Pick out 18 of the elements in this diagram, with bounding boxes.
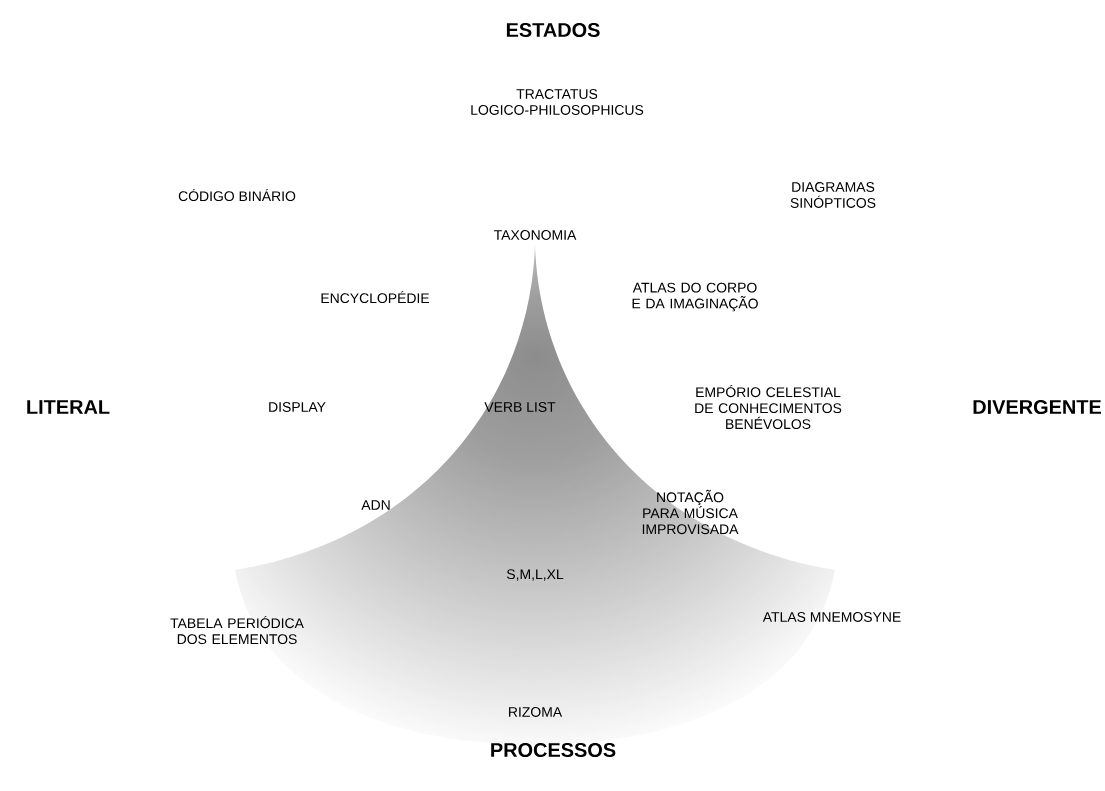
item-label: NOTAÇÃO PARA MÚSICA IMPROVISADA xyxy=(642,489,739,535)
item-label: TABELA PERIÓDICA DOS ELEMENTOS xyxy=(170,615,304,645)
item-label: DISPLAY xyxy=(269,402,326,412)
item-label: EMPÓRIO CELESTIAL DE CONHECIMENTOS BENÉVOLOS xyxy=(695,384,842,430)
axis-label: PROCESSOS xyxy=(491,742,616,758)
axis-label: DIVERGENTE xyxy=(973,399,1101,415)
item-label: TRACTATUS LOGICO-PHILOSOPHICUS xyxy=(471,89,644,115)
axis-label: ESTADOS xyxy=(506,22,600,38)
item-label: ATLAS MNEMOSYNE xyxy=(762,612,901,622)
item-label: S,M,L,XL xyxy=(506,569,564,581)
item-label: TAXONOMIA xyxy=(494,230,577,240)
item-label: CÓDIGO BINÁRIO xyxy=(178,188,296,202)
item-label: ENCYCLOPÉDIE xyxy=(321,290,430,304)
item-label: RIZOMA xyxy=(509,707,563,717)
item-label: ADN xyxy=(361,500,390,510)
axis-label: LITERAL xyxy=(27,400,110,414)
item-label: ATLAS DO CORPO E DA IMAGINAÇÃO xyxy=(632,282,758,312)
item-label: DIAGRAMAS SINÓPTICOS xyxy=(790,182,876,208)
